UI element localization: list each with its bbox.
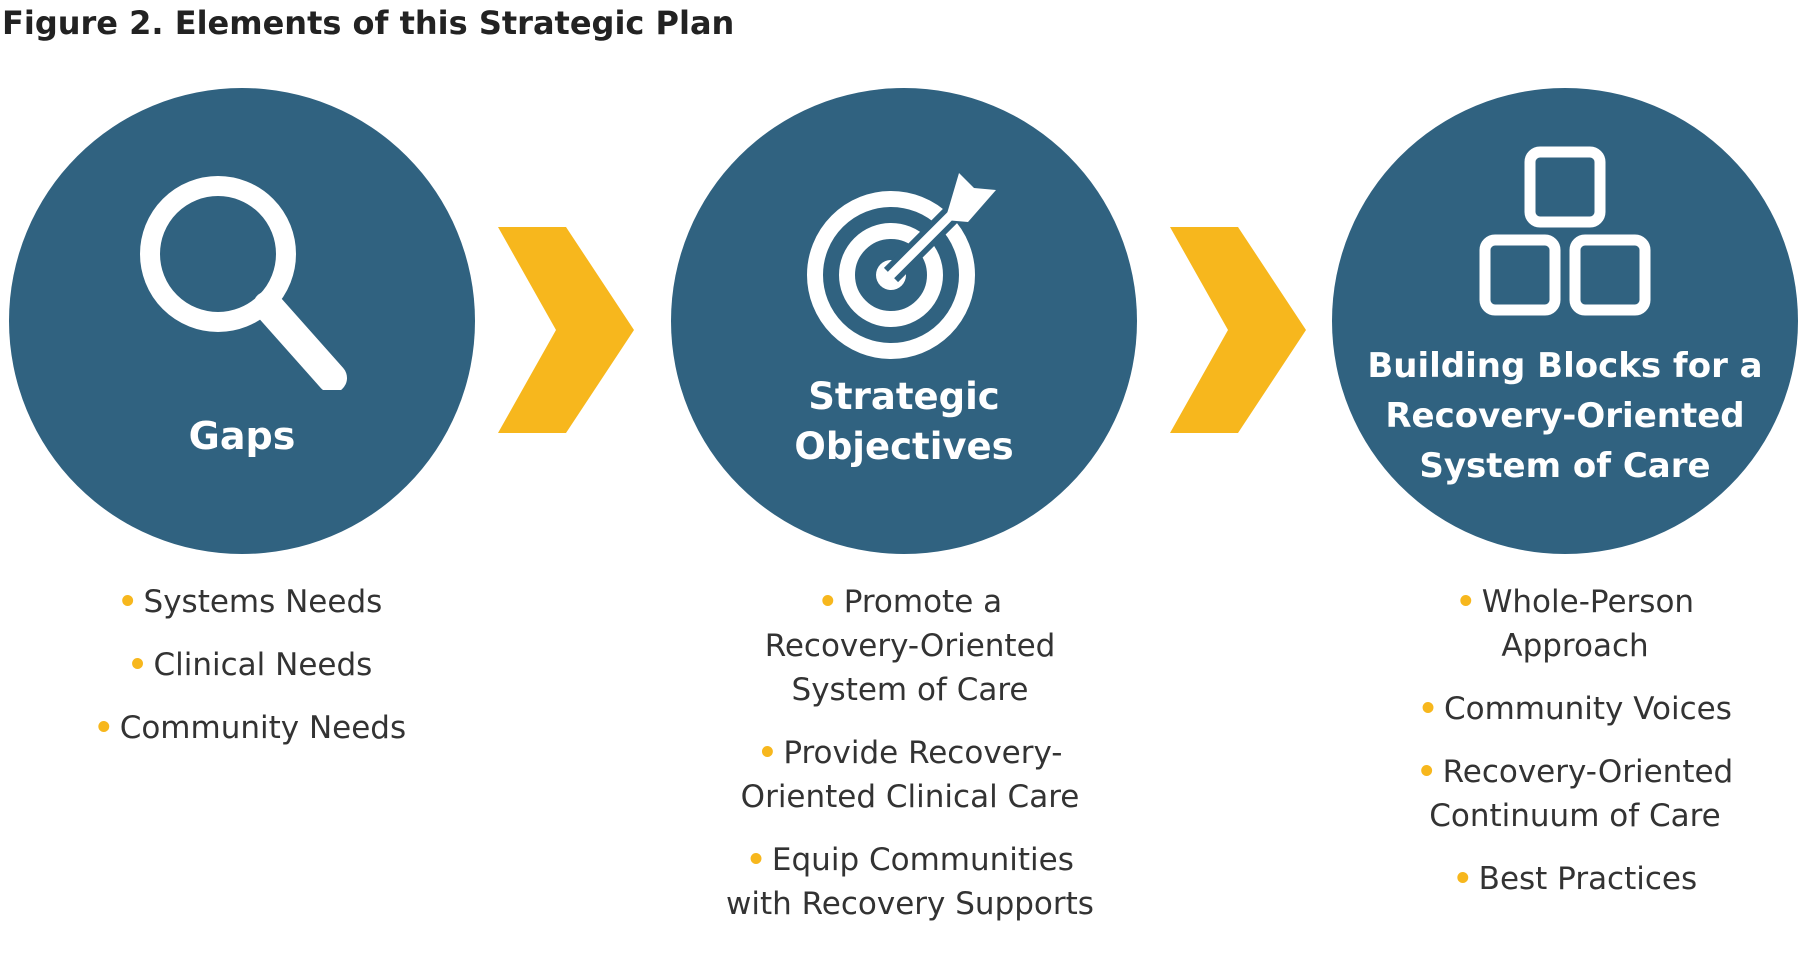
bullet-dot-icon: • [1418, 691, 1438, 727]
list-item: •Best Practices [1452, 861, 1698, 897]
bullet-dot-icon: • [1452, 861, 1473, 897]
strategic-objectives-label: Strategic Objectives [671, 372, 1137, 472]
list-item: •Equip Communities with Recovery Support… [726, 842, 1094, 922]
list-item: •Promote a Recovery-Oriented System of C… [764, 584, 1056, 708]
building-blocks-circle: Building Blocks for a Recovery-Oriented … [1332, 88, 1798, 554]
list-item: •Recovery-Oriented Continuum of Care [1416, 754, 1734, 834]
list-item: •Systems Needs [117, 584, 383, 620]
building-blocks-label-line: Building Blocks for a [1367, 346, 1763, 386]
strategic-objectives-list: •Promote a Recovery-Oriented System of C… [690, 580, 1130, 945]
list-item: •Whole-Person Approach [1455, 584, 1695, 664]
building-blocks-list: •Whole-Person Approach •Community Voices… [1355, 580, 1795, 920]
bullet-dot-icon: • [1455, 584, 1476, 620]
chevron-arrow-icon [498, 227, 634, 433]
building-blocks-label-line: Recovery-Oriented [1385, 396, 1745, 436]
gaps-list: •Systems Needs •Clinical Needs •Communit… [30, 580, 470, 769]
bullet-dot-icon: • [757, 735, 778, 771]
magnifying-glass-icon [140, 176, 347, 390]
strategic-objectives-label-line: Objectives [794, 425, 1014, 468]
list-item: •Community Voices [1418, 691, 1732, 727]
gaps-label-line: Gaps [188, 414, 296, 458]
bullet-dot-icon: • [817, 584, 838, 620]
figure-title: Figure 2. Elements of this Strategic Pla… [2, 4, 735, 42]
building-blocks-icon [1479, 146, 1651, 316]
gaps-label: Gaps [9, 411, 475, 461]
building-blocks-label: Building Blocks for a Recovery-Oriented … [1332, 341, 1798, 491]
target-arrow-icon [807, 173, 996, 359]
chevron-arrow-icon [1170, 227, 1306, 433]
bullet-dot-icon: • [746, 842, 766, 878]
list-item: •Clinical Needs [127, 647, 373, 683]
list-item: •Provide Recovery- Oriented Clinical Car… [740, 735, 1080, 815]
bullet-dot-icon: • [127, 647, 148, 683]
bullet-dot-icon: • [93, 710, 114, 746]
gaps-circle: Gaps [9, 88, 475, 554]
bullet-dot-icon: • [117, 584, 138, 620]
building-blocks-label-line: System of Care [1419, 446, 1711, 486]
list-item: •Community Needs [93, 710, 407, 746]
strategic-objectives-circle: Strategic Objectives [671, 88, 1137, 554]
strategic-objectives-label-line: Strategic [808, 375, 1000, 418]
bullet-dot-icon: • [1416, 754, 1437, 790]
